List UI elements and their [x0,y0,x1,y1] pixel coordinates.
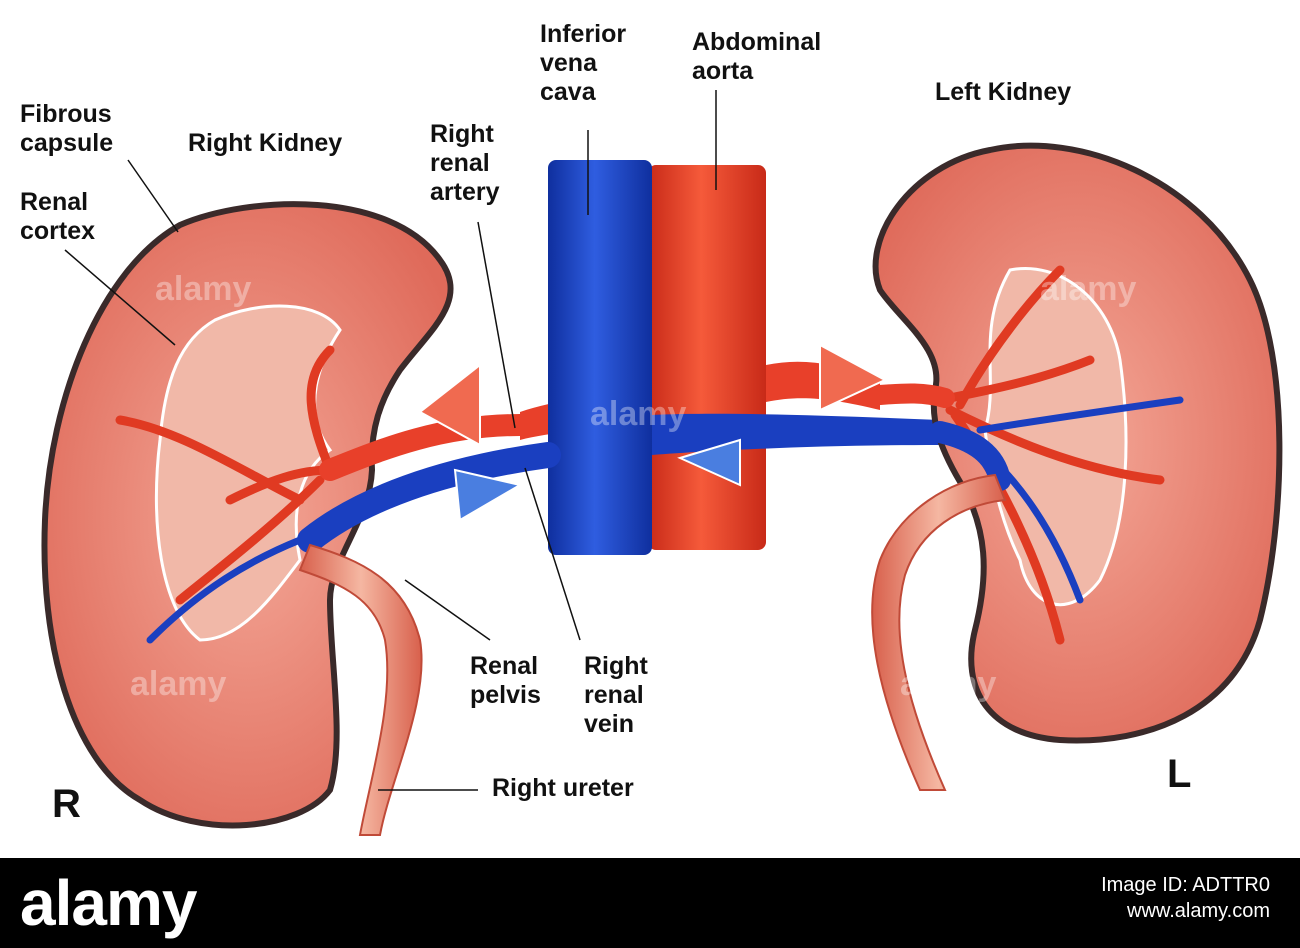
leader-lines [64,90,717,791]
footer-image-id: Image ID: ADTTR0 www.alamy.com [1101,874,1270,922]
leader-renal-pelvis [404,579,491,641]
watermark: alamy [900,665,997,703]
inferior-vena-cava [548,160,940,555]
leader-right-renal-vein [524,467,581,641]
leader-right-renal-artery [477,221,516,429]
left-renal-vessels [870,383,1011,491]
right-ureter [298,543,423,836]
label-right-kidney: Right Kidney [188,129,343,157]
stock-footer: alamy Image ID: ADTTR0 www.alamy.com [0,858,1300,948]
label-renal-pelvis: Renal pelvis [470,652,541,709]
footer-logo: alamy [20,867,197,939]
right-renal-vessels [297,362,561,553]
watermark: alamy [155,270,252,308]
label-inferior-vena-cava: Inferior vena cava [540,20,627,106]
kidney-anatomy-illustration [41,90,1283,836]
label-fibrous-capsule: Fibrous capsule [20,100,114,157]
watermark: alamy [130,665,227,703]
left-kidney [872,142,1283,744]
label-side-l: L [1167,752,1192,796]
left-ureter [871,473,1007,791]
leader-renal-cortex [64,249,176,346]
leader-fibrous-capsule [127,159,179,233]
watermark: alamy [590,395,687,433]
diagram-stage: alamy alamy alamy alamy alamy Fibrous ca… [20,20,1283,836]
label-right-renal-artery: Right renal artery [430,120,500,206]
label-side-r: R [52,782,81,826]
right-kidney [41,201,454,829]
label-renal-cortex: Renal cortex [20,188,96,245]
label-right-ureter: Right ureter [492,774,634,802]
label-left-kidney: Left Kidney [935,78,1072,106]
label-abdominal-aorta: Abdominal aorta [692,28,822,85]
label-right-renal-vein: Right renal vein [584,652,648,738]
watermark: alamy [1040,270,1137,308]
